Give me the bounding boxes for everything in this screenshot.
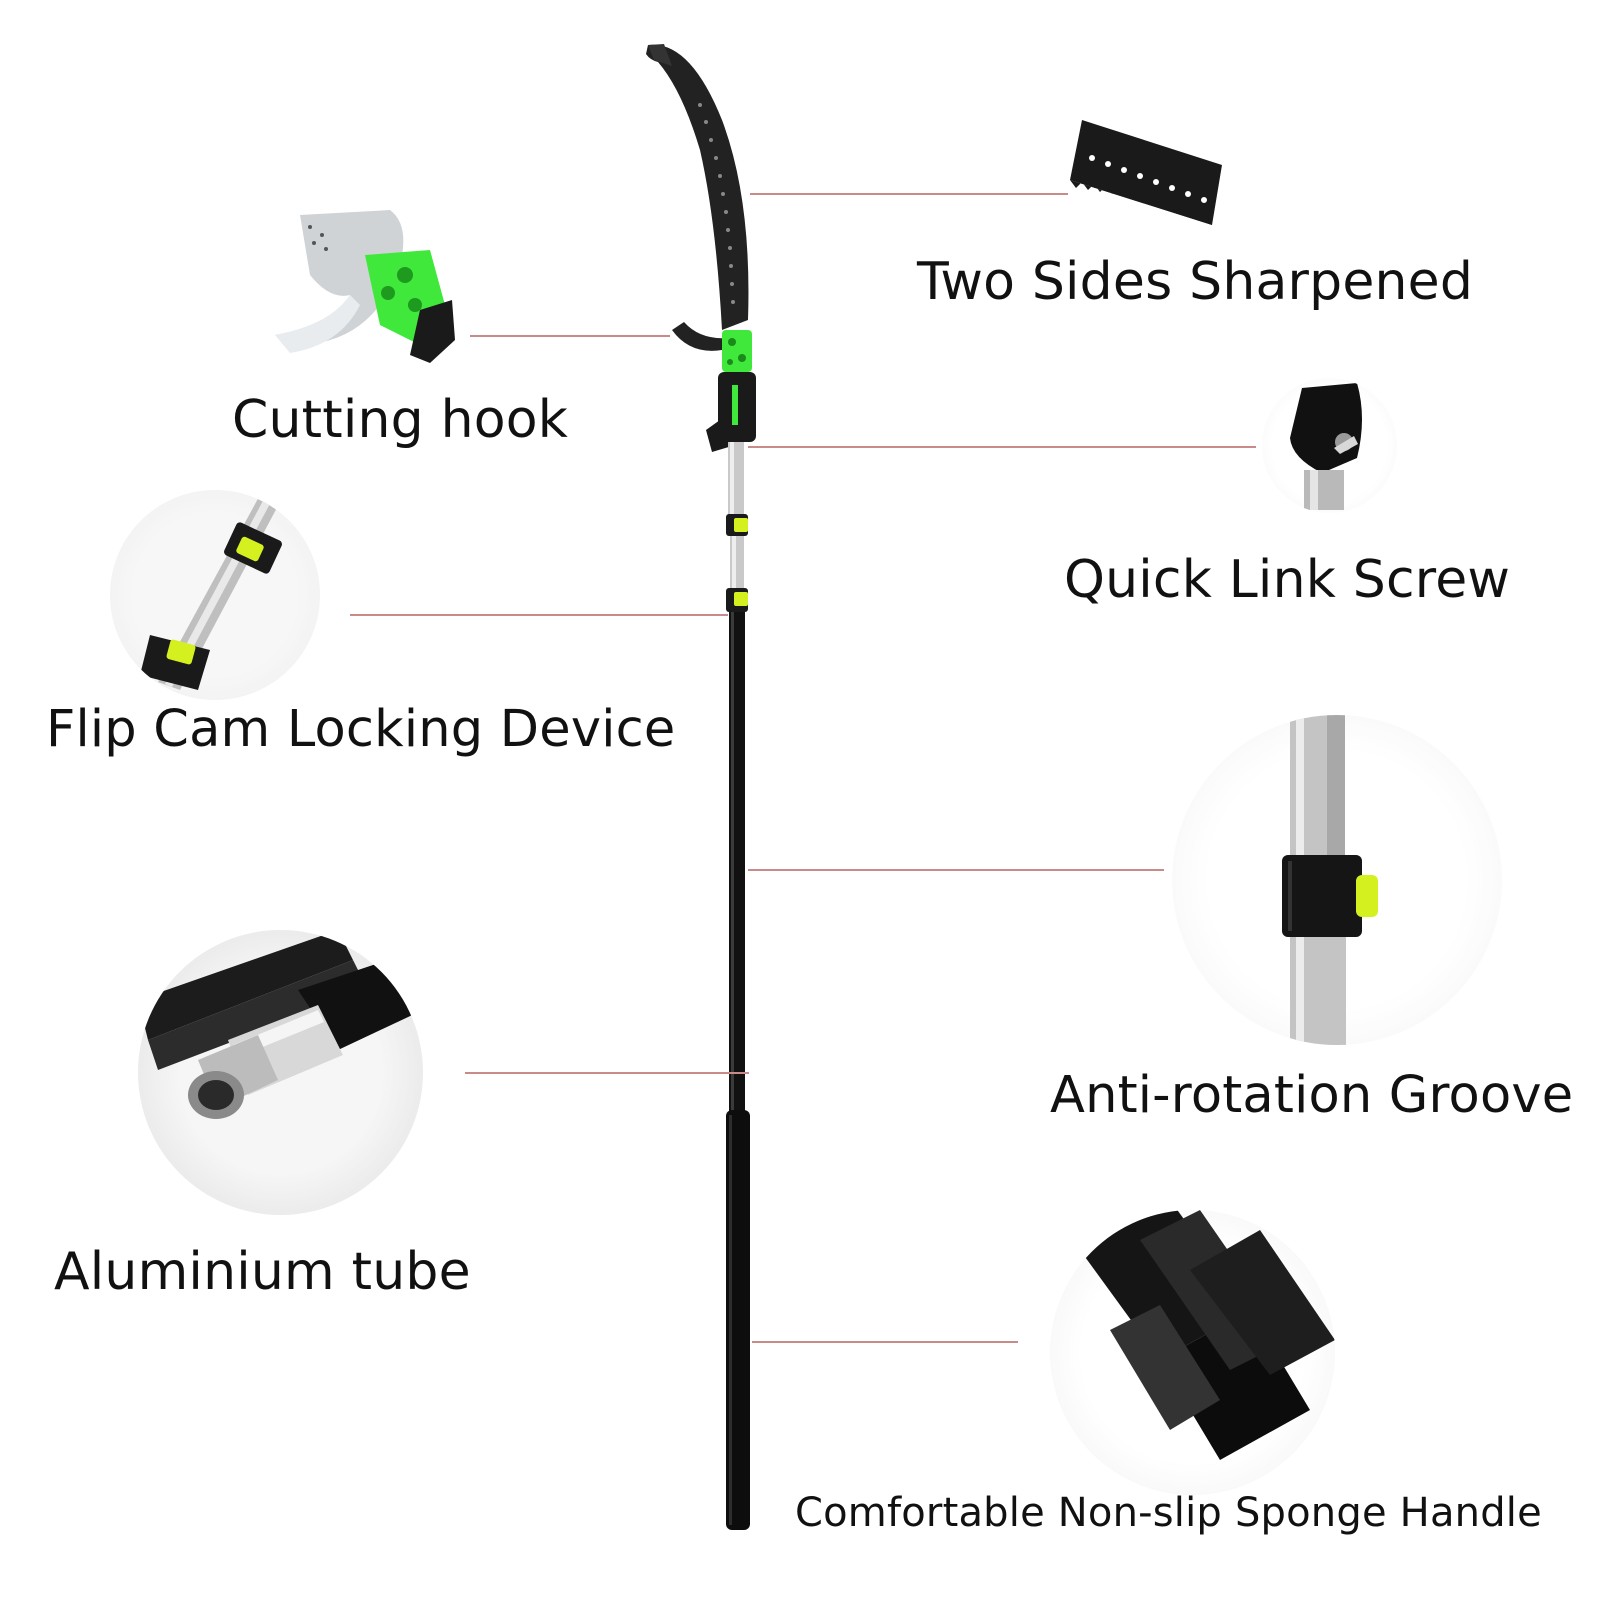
leader-line-anti-rotation bbox=[748, 869, 1164, 871]
label-cutting-hook: Cutting hook bbox=[232, 390, 569, 450]
leader-line-sponge bbox=[752, 1341, 1018, 1343]
saw-hook-tip bbox=[648, 44, 672, 66]
label-anti-rotation-groove: Anti-rotation Groove bbox=[1050, 1066, 1574, 1125]
quick-link-screw-icon bbox=[1262, 378, 1397, 513]
sponge-handle-icon bbox=[1050, 1210, 1335, 1495]
flip-cam-lock-icon bbox=[110, 490, 320, 700]
leader-line-cutting-hook bbox=[470, 335, 670, 337]
saw-blade-icon bbox=[1070, 120, 1222, 225]
leader-line-aluminium bbox=[465, 1072, 749, 1074]
lower-cutting-hook bbox=[672, 322, 728, 351]
label-aluminium-tube: Aluminium tube bbox=[54, 1242, 471, 1302]
anti-rotation-groove-icon bbox=[1172, 715, 1502, 1045]
cutting-hook-icon bbox=[275, 210, 455, 363]
label-two-sides-sharpened: Two Sides Sharpened bbox=[917, 252, 1474, 312]
label-quick-link-screw: Quick Link Screw bbox=[1064, 550, 1511, 610]
label-flip-cam-locking-device: Flip Cam Locking Device bbox=[46, 700, 676, 759]
leader-line-flip-cam bbox=[350, 614, 728, 616]
aluminium-tube-icon bbox=[138, 930, 423, 1215]
leader-line-quick-link bbox=[748, 446, 1256, 448]
saw-blade bbox=[646, 44, 749, 331]
green-coupler bbox=[722, 330, 752, 372]
leader-line-blade bbox=[750, 193, 1068, 195]
label-sponge-handle: Comfortable Non-slip Sponge Handle bbox=[795, 1490, 1542, 1536]
